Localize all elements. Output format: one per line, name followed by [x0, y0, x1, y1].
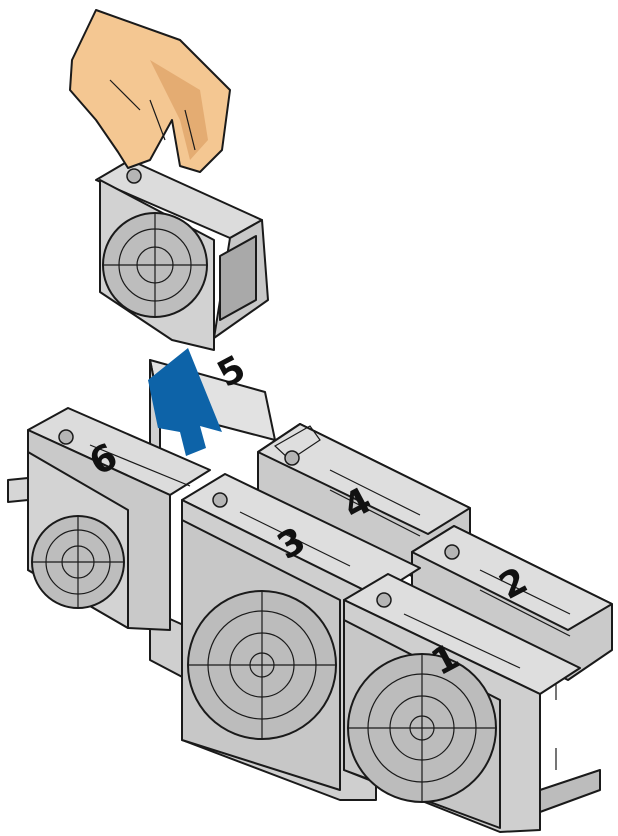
latch-screw-icon: [445, 545, 459, 559]
latch-screw-icon: [377, 593, 391, 607]
latch-screw-icon: [213, 493, 227, 507]
latch-screw-icon: [59, 430, 73, 444]
latch-screw-icon: [127, 169, 141, 183]
lifted-fan-module: [96, 160, 268, 350]
hand-icon: [70, 10, 230, 172]
latch-screw-icon: [285, 451, 299, 465]
